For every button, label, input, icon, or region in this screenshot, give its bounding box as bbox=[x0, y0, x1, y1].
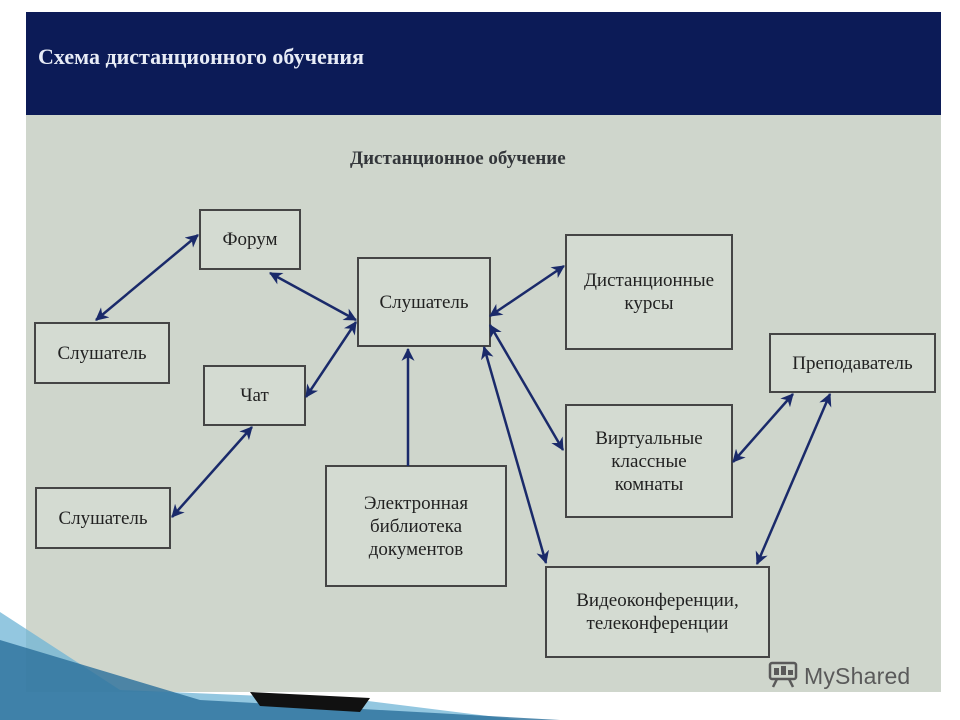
node-forum: Форум bbox=[199, 209, 301, 270]
node-remote-courses: Дистанционные курсы bbox=[565, 234, 733, 350]
watermark-text: MyShared bbox=[804, 663, 911, 689]
watermark: MyShared bbox=[768, 660, 910, 693]
node-electronic-library: Электронная библиотека документов bbox=[325, 465, 507, 587]
node-listener-left-bottom: Слушатель bbox=[35, 487, 171, 549]
node-videoconferences: Видеоконференции, телеконференции bbox=[545, 566, 770, 658]
node-listener-left-top: Слушатель bbox=[34, 322, 170, 384]
slide-header-bar bbox=[26, 12, 941, 115]
node-virtual-classrooms: Виртуальные классные комнаты bbox=[565, 404, 733, 518]
diagram-title: Дистанционное обучение bbox=[350, 148, 566, 169]
node-listener-center: Слушатель bbox=[357, 257, 491, 347]
slide-title: Схема дистанционного обучения bbox=[38, 44, 364, 69]
node-chat: Чат bbox=[203, 365, 306, 426]
node-teacher: Преподаватель bbox=[769, 333, 936, 393]
presentation-board-icon bbox=[768, 660, 798, 693]
